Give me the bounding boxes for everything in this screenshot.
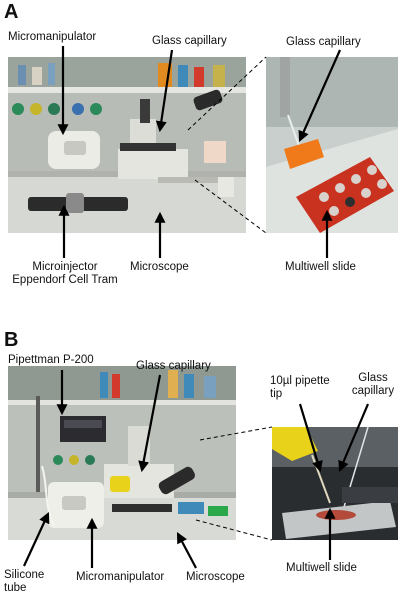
label-silicone-tube-line2: tube <box>4 582 27 594</box>
label-multiwell-slide-b: Multiwell slide <box>286 562 357 574</box>
label-silicone-tube-line1: Silicone <box>4 569 45 581</box>
label-pipette-tip-line1: 10µl pipette <box>270 375 330 387</box>
label-pipette-tip: 10µl pipette tip <box>270 375 330 401</box>
label-microinjector-line2: Eppendorf Cell Tram <box>12 274 118 286</box>
panel-b-inset-photo <box>272 427 398 540</box>
label-pipettman: Pipettman P-200 <box>8 354 94 366</box>
panel-a-main-photo <box>8 57 246 233</box>
label-silicone-tube: Silicone tube <box>4 569 44 595</box>
label-glass-capillary-b: Glass capillary <box>136 360 211 372</box>
label-glass-capillary-a: Glass capillary <box>152 35 227 47</box>
label-glass-capillary-inset-line1: Glass <box>358 372 388 384</box>
label-microscope-a: Microscope <box>130 261 189 273</box>
panel-a-inset-photo <box>266 57 398 233</box>
label-microinjector-a: Microinjector Eppendorf Cell Tram <box>6 261 124 287</box>
panel-b-letter: B <box>4 329 19 351</box>
label-pipette-tip-line2: tip <box>270 388 283 400</box>
label-micromanipulator-b: Micromanipulator <box>76 571 165 583</box>
label-microinjector-line1: Microinjector <box>32 261 98 273</box>
label-glass-capillary-inset-a: Glass capillary <box>286 36 361 48</box>
label-micromanipulator-a: Micromanipulator <box>8 31 97 43</box>
label-multiwell-slide-a: Multiwell slide <box>285 261 356 273</box>
label-glass-capillary-inset-b: Glass capillary <box>346 372 400 398</box>
panel-a-letter: A <box>4 1 19 23</box>
label-microscope-b: Microscope <box>186 571 245 583</box>
panel-b-main-photo <box>8 366 236 540</box>
label-glass-capillary-inset-line2: capillary <box>351 385 395 397</box>
